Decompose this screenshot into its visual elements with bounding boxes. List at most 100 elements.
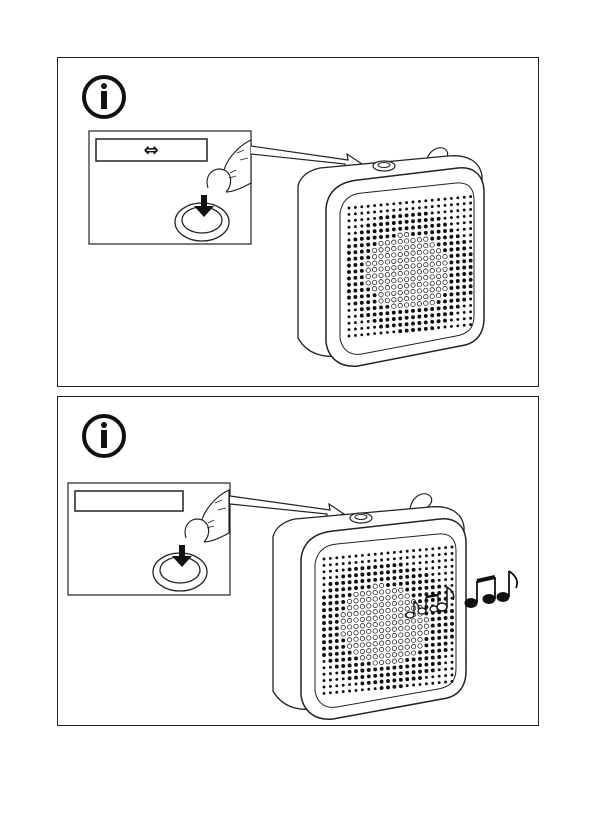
grille-hole bbox=[349, 684, 351, 686]
grille-hole bbox=[399, 214, 402, 217]
grille-hole bbox=[463, 292, 466, 295]
grille-hole bbox=[361, 586, 364, 589]
grille-hole bbox=[360, 295, 363, 298]
grille-hole bbox=[405, 214, 408, 217]
grille-hole bbox=[347, 631, 351, 635]
grille-hole bbox=[463, 215, 465, 217]
grille-hole bbox=[411, 226, 414, 229]
grille-hole bbox=[456, 299, 459, 302]
grille-hole bbox=[450, 293, 453, 296]
grille-hole bbox=[424, 630, 428, 634]
grille-hole bbox=[436, 255, 440, 259]
grille-hole bbox=[399, 652, 403, 656]
grille-hole bbox=[457, 197, 459, 199]
grille-hole bbox=[361, 567, 364, 570]
grille-hole bbox=[348, 316, 350, 318]
grille-hole bbox=[443, 313, 446, 316]
grille-hole bbox=[385, 298, 389, 302]
grille-hole bbox=[417, 295, 421, 299]
grille-hole bbox=[385, 285, 389, 289]
grille-hole bbox=[373, 230, 376, 233]
grille-hole bbox=[323, 564, 325, 566]
grille-hole bbox=[386, 577, 389, 580]
grille-hole bbox=[342, 556, 344, 558]
grille-hole bbox=[379, 292, 383, 296]
grille-hole bbox=[360, 617, 364, 621]
grille-hole bbox=[347, 599, 351, 603]
grille-hole bbox=[445, 579, 447, 581]
grille-hole bbox=[445, 675, 447, 677]
grille-hole bbox=[399, 665, 402, 668]
grille-hole bbox=[405, 594, 409, 598]
grille-hole bbox=[437, 243, 440, 246]
grille-hole bbox=[443, 286, 447, 290]
grille-hole bbox=[379, 216, 382, 219]
grille-hole bbox=[450, 286, 453, 289]
grille-hole bbox=[411, 302, 415, 306]
grille-hole bbox=[412, 587, 415, 590]
grille-hole bbox=[386, 615, 390, 619]
grille-hole bbox=[385, 247, 389, 251]
grille-hole bbox=[392, 228, 395, 231]
grille-hole bbox=[348, 303, 350, 305]
grille-hole bbox=[367, 205, 369, 207]
grille-hole bbox=[417, 250, 421, 254]
grille-hole bbox=[469, 278, 472, 281]
grille-hole bbox=[329, 653, 332, 656]
grille-hole bbox=[424, 218, 427, 221]
grille-hole bbox=[360, 598, 364, 602]
grille-hole bbox=[335, 595, 338, 598]
grille-hole bbox=[412, 575, 415, 578]
grille-hole bbox=[329, 692, 331, 694]
grille-hole bbox=[342, 652, 345, 655]
grille-hole bbox=[360, 636, 364, 640]
grille-hole bbox=[405, 329, 408, 332]
grille-hole bbox=[386, 679, 389, 682]
grille-hole bbox=[425, 200, 427, 202]
grille-hole bbox=[399, 685, 402, 688]
grille-hole bbox=[348, 587, 351, 590]
grille-hole bbox=[457, 210, 459, 212]
grille-hole bbox=[393, 576, 396, 579]
grille-hole bbox=[374, 553, 376, 555]
grille-hole bbox=[387, 558, 389, 560]
grille-hole bbox=[398, 284, 402, 288]
grille-hole bbox=[368, 688, 370, 690]
grille-hole bbox=[379, 241, 383, 245]
grille-hole bbox=[347, 270, 350, 273]
grille-hole bbox=[404, 277, 408, 281]
grille-hole bbox=[469, 265, 472, 268]
grille-hole bbox=[329, 577, 331, 579]
grille-hole bbox=[438, 573, 440, 575]
grille-hole bbox=[342, 569, 344, 571]
grille-hole bbox=[431, 224, 434, 227]
grille-hole bbox=[436, 274, 440, 278]
grille-hole bbox=[393, 583, 396, 586]
grille-hole bbox=[329, 659, 332, 662]
grille-hole bbox=[450, 629, 453, 632]
grille-hole bbox=[335, 614, 338, 617]
grille-hole bbox=[360, 282, 363, 285]
grille-hole bbox=[329, 685, 331, 687]
grille-hole bbox=[342, 563, 344, 565]
grille-hole bbox=[323, 692, 325, 694]
grille-hole bbox=[379, 319, 382, 322]
grille-hole bbox=[399, 601, 403, 605]
grille-hole bbox=[419, 555, 421, 557]
grille-hole bbox=[425, 548, 427, 550]
grille-hole bbox=[463, 279, 466, 282]
grille-hole bbox=[393, 666, 396, 669]
grille-hole bbox=[387, 552, 389, 554]
grille-hole bbox=[354, 289, 357, 292]
grille-hole bbox=[354, 599, 358, 603]
grille-hole bbox=[322, 641, 325, 644]
grille-hole bbox=[450, 280, 453, 283]
grille-hole bbox=[417, 238, 421, 242]
grille-hole bbox=[456, 286, 459, 289]
grille-hole bbox=[393, 685, 396, 688]
grille-hole bbox=[386, 640, 390, 644]
grille-hole bbox=[413, 562, 415, 564]
grille-hole bbox=[463, 298, 466, 301]
grille-hole bbox=[392, 627, 396, 631]
grille-hole bbox=[385, 241, 389, 245]
